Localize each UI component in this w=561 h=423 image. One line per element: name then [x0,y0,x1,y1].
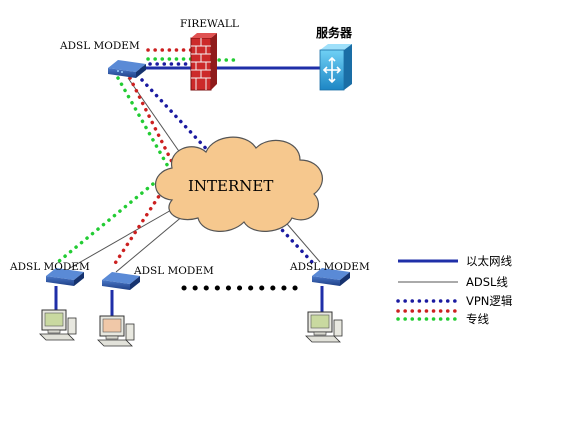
legend: 以太网线 ADSL线 VPN逻辑 专线 [396,254,513,326]
legend-adsl-label: ADSL线 [466,275,508,289]
branch1-computer [39,309,77,341]
firewall-label: FIREWALL [180,18,239,30]
green-dots-hq-branch1 [56,76,173,264]
computer-icon [39,309,77,341]
legend-ethernet-label: 以太网线 [466,254,512,268]
branch1-modem [46,268,84,286]
modem-icon [102,272,140,290]
branch3-computer [305,311,343,343]
computer-icon [305,311,343,343]
branch1-modem-label: ADSL MODEM [9,261,90,273]
hq-modem-label: ADSL MODEM [59,40,140,52]
branch3-modem-label: ADSL MODEM [289,261,370,273]
red-dots-hq-branch2 [110,76,179,270]
internet-label: INTERNET [188,177,273,195]
modem-icon [108,60,146,78]
adsl-line-branch2 [115,209,191,273]
legend-leased-label: 专线 [466,312,489,326]
computer-icon [97,315,135,347]
firewall-icon [190,33,217,91]
server-label: 服务器 [316,25,353,40]
branch2-modem [102,272,140,290]
hq-modem [108,60,146,78]
cloud-icon [155,136,323,232]
branch3-modem [312,268,350,286]
server-icon [319,44,352,91]
modem-icon [312,268,350,286]
vpn-dots-hq-branch3 [140,78,314,264]
firewall [190,33,217,91]
internet-cloud [155,136,323,232]
adsl-line-branch1 [69,204,181,269]
branch2-computer [97,315,135,347]
legend-vpn-label: VPN逻辑 [466,294,513,308]
server [319,44,352,91]
branch2-modem-label: ADSL MODEM [133,265,214,277]
modem-icon [46,268,84,286]
